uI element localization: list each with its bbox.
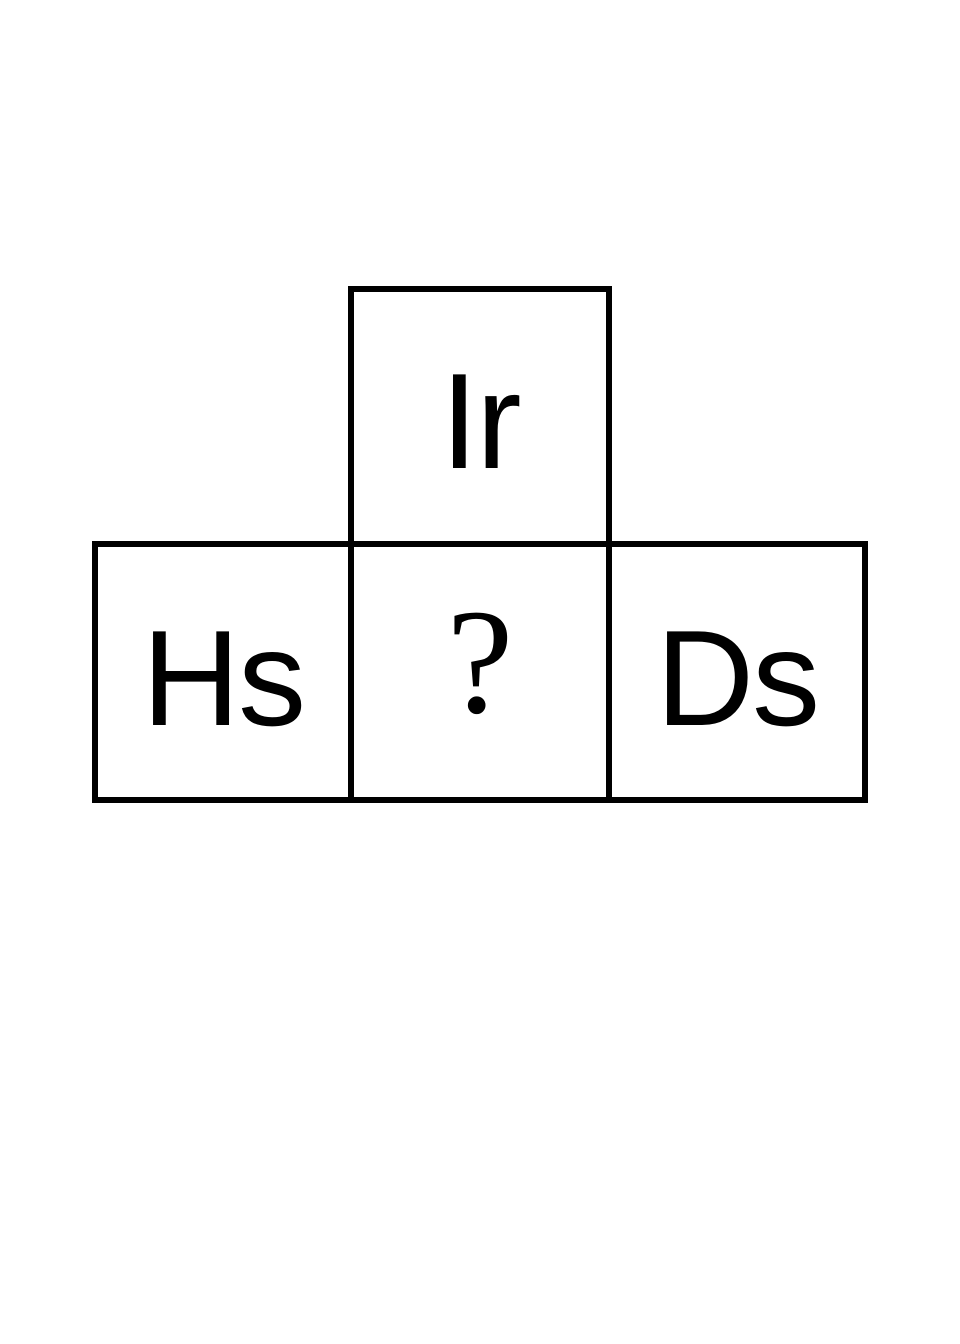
cell-left: Hs xyxy=(92,541,354,803)
cell-top: Ir xyxy=(348,286,612,548)
element-symbol-top: Ir xyxy=(440,345,521,497)
element-symbol-left: Hs xyxy=(141,602,306,754)
element-symbol-right: Ds xyxy=(655,602,820,754)
cell-center: ? xyxy=(348,541,612,803)
cell-right: Ds xyxy=(606,541,868,803)
question-mark: ? xyxy=(446,579,514,745)
